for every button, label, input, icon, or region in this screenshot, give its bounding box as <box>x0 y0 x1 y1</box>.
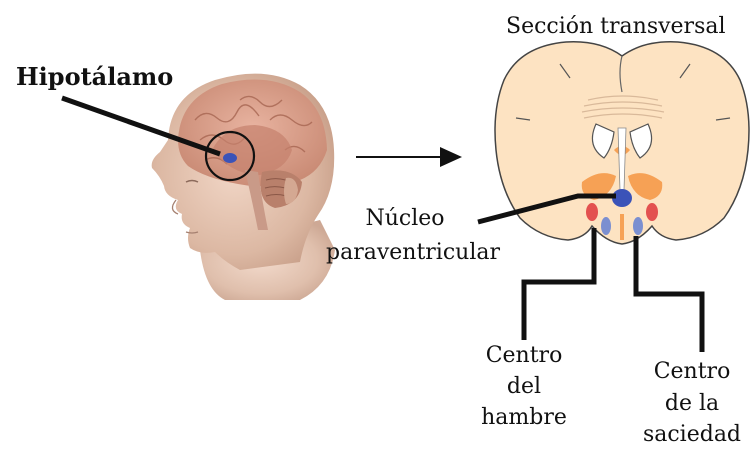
hunger-label-line1: Centro <box>464 343 584 369</box>
satiety-pointer-line <box>636 236 702 352</box>
hunger-center-left <box>586 203 598 221</box>
satiety-center-left <box>601 217 611 235</box>
cross-section-title: Sección transversal <box>506 14 726 40</box>
paraventricular-label-line2: paraventricular <box>326 240 500 266</box>
hunger-center-right <box>646 203 658 221</box>
hypothalamus-label: Hipotálamo <box>16 64 173 90</box>
paraventricular-label-line1: Núcleo <box>330 206 480 232</box>
brain-cross-section-illustration <box>495 42 749 244</box>
satiety-label-line1: Centro <box>632 359 752 385</box>
hunger-label-line2: del <box>464 374 584 400</box>
hunger-label-line3: hambre <box>464 405 584 431</box>
hypothalamus-marker <box>223 153 237 163</box>
hunger-pointer-line <box>524 228 594 340</box>
head-profile-illustration <box>152 74 335 300</box>
satiety-label-line3: saciedad <box>632 422 752 448</box>
satiety-label-line2: de la <box>632 391 752 417</box>
satiety-center-right <box>633 217 643 235</box>
